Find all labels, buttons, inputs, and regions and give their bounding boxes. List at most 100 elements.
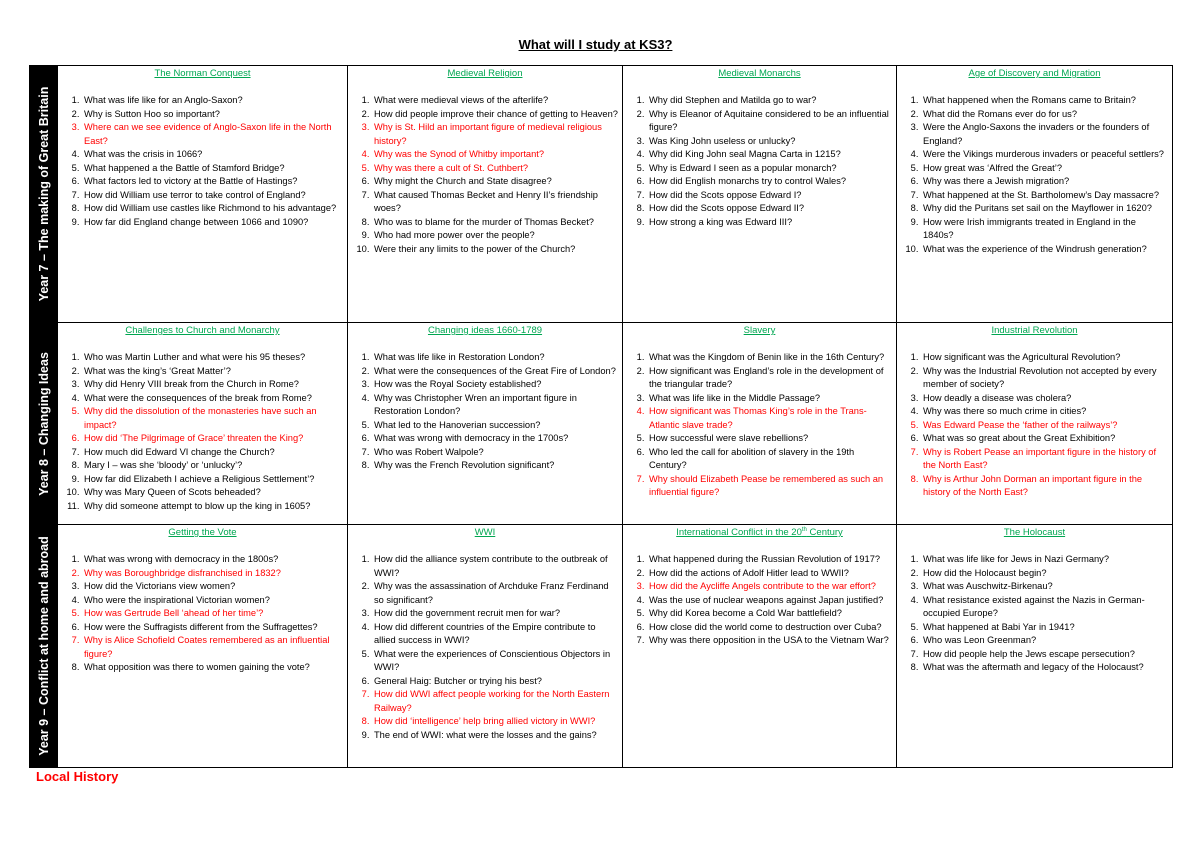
question-list: What happened when the Romans came to Br… xyxy=(897,94,1168,256)
question-item: How significant was the Agricultural Rev… xyxy=(921,351,1168,365)
question-item: What was so great about the Great Exhibi… xyxy=(921,432,1168,446)
local-history-question: Why was the Synod of Whitby important? xyxy=(372,148,618,162)
question-item: Why was the French Revolution significan… xyxy=(372,459,618,473)
question-item: What happened at the St. Bartholomew’s D… xyxy=(921,189,1168,203)
topic-title: International Conflict in the 20th Centu… xyxy=(623,527,896,539)
question-item: What were medieval views of the afterlif… xyxy=(372,94,618,108)
topic-cell: The HolocaustWhat was life like for Jews… xyxy=(896,524,1173,768)
topic-cell: Medieval MonarchsWhy did Stephen and Mat… xyxy=(622,65,897,323)
question-item: What was the king’s ‘Great Matter’? xyxy=(82,365,343,379)
question-item: What was life like in Restoration London… xyxy=(372,351,618,365)
question-item: How did English monarchs try to control … xyxy=(647,175,892,189)
question-item: What was the experience of the Windrush … xyxy=(921,243,1168,257)
question-item: Were the Vikings murderous invaders or p… xyxy=(921,148,1168,162)
question-item: Why was there so much crime in cities? xyxy=(921,405,1168,419)
question-item: How successful were slave rebellions? xyxy=(647,432,892,446)
question-list: What was the Kingdom of Benin like in th… xyxy=(623,351,892,500)
year-label-cell: Year 7 – The making of Great Britain xyxy=(29,65,58,323)
topic-title-superscript: th xyxy=(801,526,807,533)
question-item: How did the Scots oppose Edward II? xyxy=(647,202,892,216)
topic-title-end: Century xyxy=(806,527,843,538)
local-history-question: How did WWI affect people working for th… xyxy=(372,688,618,715)
question-list: How did the alliance system contribute t… xyxy=(348,553,618,742)
question-item: How was the Royal Society established? xyxy=(372,378,618,392)
topic-title: Age of Discovery and Migration xyxy=(897,68,1172,80)
question-list: How significant was the Agricultural Rev… xyxy=(897,351,1168,500)
year-label-cell: Year 8 – Changing Ideas xyxy=(29,322,58,525)
question-item: How did people help the Jews escape pers… xyxy=(921,648,1168,662)
local-history-question: Was Edward Pease the ‘father of the rail… xyxy=(921,419,1168,433)
question-item: Why was there opposition in the USA to t… xyxy=(647,634,892,648)
question-item: What was wrong with democracy in the 180… xyxy=(82,553,343,567)
local-history-question: How significant was Thomas King’s role i… xyxy=(647,405,892,432)
question-item: Was the use of nuclear weapons against J… xyxy=(647,594,892,608)
topic-title: The Norman Conquest xyxy=(58,68,347,80)
question-item: What was the aftermath and legacy of the… xyxy=(921,661,1168,675)
local-history-question: How was Gertrude Bell ‘ahead of her time… xyxy=(82,607,343,621)
question-item: Why did Henry VIII break from the Church… xyxy=(82,378,343,392)
local-history-question: How did ‘The Pilgrimage of Grace’ threat… xyxy=(82,432,343,446)
topic-title: WWI xyxy=(348,527,622,539)
question-item: What did the Romans ever do for us? xyxy=(921,108,1168,122)
topic-title: The Holocaust xyxy=(897,527,1172,539)
question-item: How far did England change between 1066 … xyxy=(82,216,343,230)
topic-cell: Challenges to Church and MonarchyWho was… xyxy=(57,322,348,525)
year-row: Year 7 – The making of Great Britain The … xyxy=(29,65,1173,323)
question-item: Who were the inspirational Victorian wom… xyxy=(82,594,343,608)
question-item: Was King John useless or unlucky? xyxy=(647,135,892,149)
question-item: Why is Sutton Hoo so important? xyxy=(82,108,343,122)
question-item: Why is Edward I seen as a popular monarc… xyxy=(647,162,892,176)
question-item: What resistance existed against the Nazi… xyxy=(921,594,1168,621)
question-item: How were Irish immigrants treated in Eng… xyxy=(921,216,1168,243)
topic-title-text: Age of Discovery and Migration xyxy=(968,68,1101,79)
topic-title-text: Slavery xyxy=(743,325,776,336)
year-row: Year 9 – Conflict at home and abroad Gett… xyxy=(29,524,1173,768)
year-label: Year 9 – Conflict at home and abroad xyxy=(36,536,51,756)
question-item: What were the consequences of the break … xyxy=(82,392,343,406)
topic-title-text: Medieval Monarchs xyxy=(718,68,801,79)
question-item: Why is Eleanor of Aquitaine considered t… xyxy=(647,108,892,135)
year-label: Year 7 – The making of Great Britain xyxy=(36,86,51,302)
local-history-question: Why did the dissolution of the monasteri… xyxy=(82,405,343,432)
local-history-question: Where can we see evidence of Anglo-Saxon… xyxy=(82,121,343,148)
question-item: Who was Martin Luther and what were his … xyxy=(82,351,343,365)
topic-cell: Medieval ReligionWhat were medieval view… xyxy=(347,65,623,323)
question-list: What was life like in Restoration London… xyxy=(348,351,618,473)
year-label-cell: Year 9 – Conflict at home and abroad xyxy=(29,524,58,768)
topic-title: Changing ideas 1660-1789 xyxy=(348,325,622,337)
question-list: What were medieval views of the afterlif… xyxy=(348,94,618,256)
question-item: What happened at Babi Yar in 1941? xyxy=(921,621,1168,635)
question-item: Why was the assassination of Archduke Fr… xyxy=(372,580,618,607)
question-item: Why did King John seal Magna Carta in 12… xyxy=(647,148,892,162)
question-item: What was life like for an Anglo-Saxon? xyxy=(82,94,343,108)
local-history-key: Local History xyxy=(36,769,119,784)
topic-title-text: The Norman Conquest xyxy=(154,68,251,79)
topic-title-text: WWI xyxy=(474,527,496,538)
topic-title: Slavery xyxy=(623,325,896,337)
local-history-question: Why was there a cult of St. Cuthbert? xyxy=(372,162,618,176)
question-item: How did the Holocaust begin? xyxy=(921,567,1168,581)
question-item: Why was there a Jewish migration? xyxy=(921,175,1168,189)
topic-cell: Industrial RevolutionHow significant was… xyxy=(896,322,1173,525)
topic-cell: SlaveryWhat was the Kingdom of Benin lik… xyxy=(622,322,897,525)
topic-title: Medieval Religion xyxy=(348,68,622,80)
topic-cell: WWI How did the alliance system contribut… xyxy=(347,524,623,768)
question-item: Why was Mary Queen of Scots beheaded? xyxy=(82,486,343,500)
question-item: General Haig: Butcher or trying his best… xyxy=(372,675,618,689)
question-item: How did the actions of Adolf Hitler lead… xyxy=(647,567,892,581)
topic-title-text: Changing ideas 1660-1789 xyxy=(427,325,543,336)
question-item: What led to the Hanoverian succession? xyxy=(372,419,618,433)
topic-title: Getting the Vote xyxy=(58,527,347,539)
question-list: What was wrong with democracy in the 180… xyxy=(58,553,343,675)
year-label: Year 8 – Changing Ideas xyxy=(36,351,51,496)
topic-title-text: The Holocaust xyxy=(1003,527,1066,538)
question-item: How far did Elizabeth I achieve a Religi… xyxy=(82,473,343,487)
question-item: Why did the Puritans set sail on the May… xyxy=(921,202,1168,216)
topic-title: Medieval Monarchs xyxy=(623,68,896,80)
topic-title-text: International Conflict in the 20 xyxy=(676,527,802,538)
topic-title-text: Challenges to Church and Monarchy xyxy=(125,325,280,336)
question-item: Who led the call for abolition of slaver… xyxy=(647,446,892,473)
question-item: What was life like for Jews in Nazi Germ… xyxy=(921,553,1168,567)
topic-cell: Age of Discovery and MigrationWhat happe… xyxy=(896,65,1173,323)
question-item: How did William use terror to take contr… xyxy=(82,189,343,203)
